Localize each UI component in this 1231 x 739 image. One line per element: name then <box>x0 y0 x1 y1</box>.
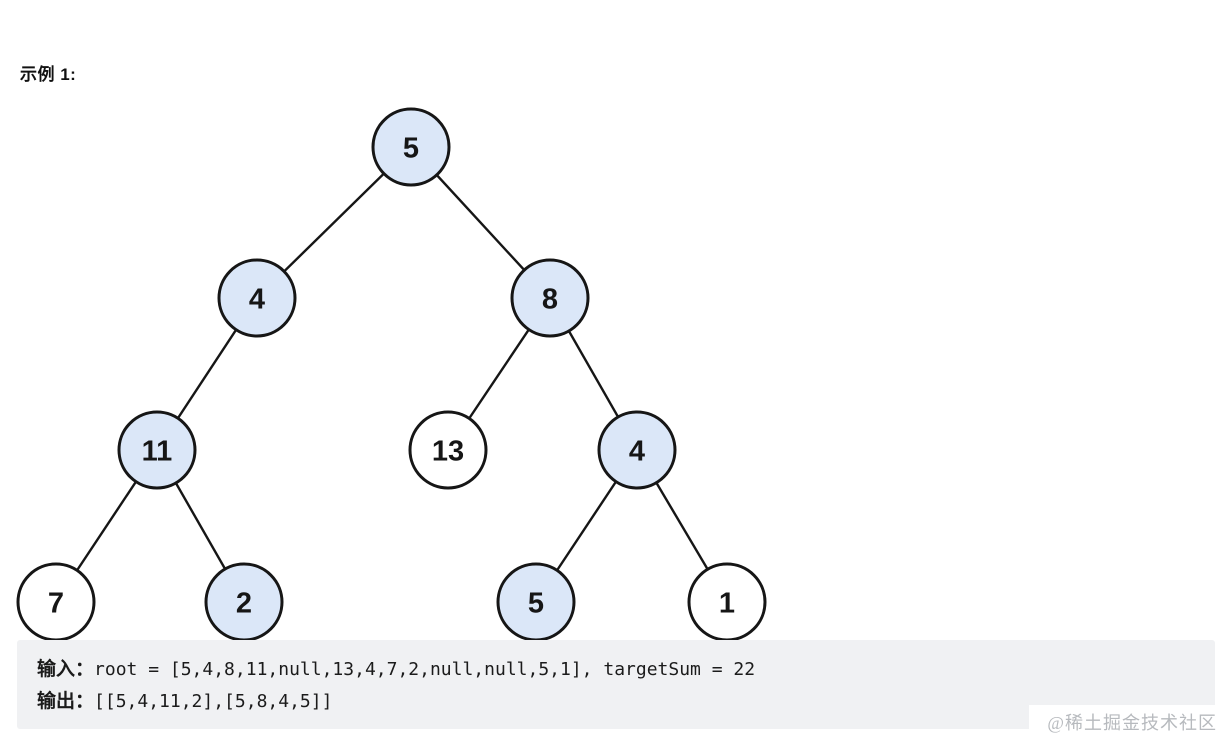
input-code: root = [5,4,8,11,null,13,4,7,2,null,null… <box>94 659 756 680</box>
tree-node-label: 13 <box>432 435 464 467</box>
input-label: 输入： <box>37 659 95 680</box>
tree-node-circle <box>117 410 197 490</box>
output-label: 输出： <box>37 691 95 712</box>
watermark-text: @稀土掘金技术社区 <box>1047 713 1217 733</box>
tree-node-circle <box>597 410 677 490</box>
tree-node-circle <box>510 258 590 338</box>
tree-node-label: 2 <box>236 587 252 619</box>
tree-node-circle <box>217 258 297 338</box>
tree-node-label: 4 <box>249 283 265 315</box>
tree-node-label: 11 <box>142 435 173 467</box>
output-line: 输出：[[5,4,11,2],[5,8,4,5]] <box>37 686 1215 718</box>
tree-node-label: 5 <box>403 132 419 164</box>
tree-node-circle <box>371 107 451 187</box>
tree-node-circle <box>408 410 488 490</box>
tree-node-label: 8 <box>542 283 558 315</box>
example-io-block: 输入：root = [5,4,8,11,null,13,4,7,2,null,n… <box>17 640 1215 729</box>
watermark-chip: @稀土掘金技术社区 <box>1029 705 1231 739</box>
output-code: [[5,4,11,2],[5,8,4,5]] <box>94 691 333 712</box>
input-line: 输入：root = [5,4,8,11,null,13,4,7,2,null,n… <box>37 654 1215 686</box>
tree-node-label: 5 <box>528 587 544 619</box>
tree-node-label: 4 <box>629 435 645 467</box>
tree-node-label: 1 <box>719 587 735 619</box>
tree-node-label: 7 <box>48 587 64 619</box>
example-heading: 示例 1: <box>20 65 77 84</box>
